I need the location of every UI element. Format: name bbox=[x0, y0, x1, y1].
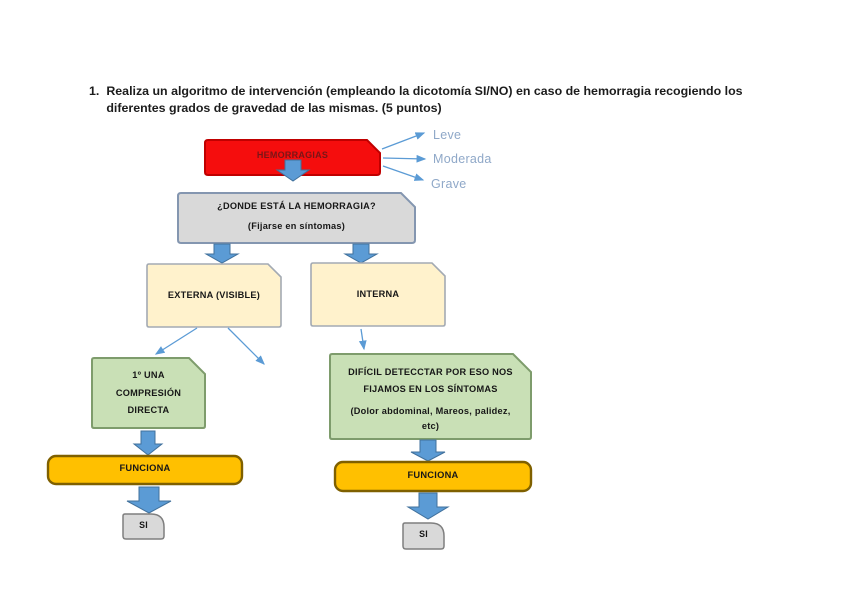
donde-line1: ¿DONDE ESTÁ LA HEMORRAGIA? bbox=[217, 201, 376, 211]
block-arrow-hemorragias-donde bbox=[275, 159, 311, 182]
question-number: 1. bbox=[89, 84, 100, 98]
severity-label-leve: Leve bbox=[433, 128, 462, 142]
block-arrow-funciona-si-right bbox=[406, 492, 450, 520]
si-right-node-shape bbox=[402, 522, 445, 550]
connector-to-moderada bbox=[382, 154, 427, 163]
compresion-line1: 1º UNA bbox=[132, 370, 165, 380]
block-arrow-donde-externa bbox=[204, 243, 240, 264]
donde-node-shape bbox=[177, 192, 416, 244]
connector-to-leve bbox=[381, 132, 426, 150]
hemorragias-node-label: HEMORRAGIAS bbox=[256, 150, 329, 160]
block-arrow-dificil-funciona bbox=[410, 439, 446, 462]
dificil-symptoms: (Dolor abdominal, Mareos, palidez, etc) bbox=[330, 404, 531, 434]
interna-node-shape bbox=[310, 262, 446, 327]
connector-externa-stray bbox=[227, 327, 265, 365]
dificil-line4: etc) bbox=[421, 421, 440, 431]
severity-label-grave: Grave bbox=[431, 177, 467, 191]
dificil-line3: (Dolor abdominal, Mareos, palidez, bbox=[350, 406, 511, 416]
compresion-node-label: 1º UNA COMPRESIÓN DIRECTA bbox=[92, 367, 205, 420]
connector-interna-dificil bbox=[358, 328, 367, 351]
funciona-right-node-shape bbox=[333, 460, 533, 493]
block-arrow-compresion-funciona bbox=[132, 430, 164, 456]
dificil-line1: DIFÍCIL DETECCTAR POR ESO NOS bbox=[348, 367, 513, 377]
compresion-node-shape bbox=[91, 357, 206, 429]
dificil-node-shape bbox=[329, 353, 532, 440]
hemorragias-node-shape bbox=[204, 139, 381, 176]
funciona-left-node-label: FUNCIONA bbox=[119, 463, 171, 473]
funciona-right-node-label: FUNCIONA bbox=[407, 470, 459, 480]
connector-externa-compresion bbox=[154, 327, 198, 355]
connector-to-grave bbox=[382, 165, 425, 181]
externa-node-shape bbox=[146, 263, 282, 328]
compresion-line2: COMPRESIÓN bbox=[115, 387, 182, 398]
severity-label-moderada: Moderada bbox=[433, 152, 492, 166]
block-arrow-donde-interna bbox=[343, 243, 379, 264]
si-right-node-label: SI bbox=[419, 529, 428, 539]
externa-node-label: EXTERNA (VISIBLE) bbox=[167, 290, 261, 300]
si-left-node-shape bbox=[122, 513, 165, 540]
dificil-node-label: DIFÍCIL DETECCTAR POR ESO NOS FIJAMOS EN… bbox=[330, 364, 531, 434]
block-arrow-funciona-si-left bbox=[126, 486, 172, 514]
donde-line2: (Fijarse en síntomas) bbox=[247, 221, 346, 231]
si-left-node-label: SI bbox=[139, 520, 148, 530]
question: 1. Realiza un algoritmo de intervención … bbox=[89, 83, 795, 117]
funciona-left-node-shape bbox=[46, 454, 244, 486]
question-text: Realiza un algoritmo de intervención (em… bbox=[106, 84, 743, 115]
compresion-line3: DIRECTA bbox=[127, 405, 170, 415]
dificil-line2: FIJAMOS EN LOS SÍNTOMAS bbox=[363, 384, 498, 394]
interna-node-label: INTERNA bbox=[356, 289, 400, 299]
donde-node-label: ¿DONDE ESTÁ LA HEMORRAGIA? (Fijarse en s… bbox=[178, 201, 415, 231]
